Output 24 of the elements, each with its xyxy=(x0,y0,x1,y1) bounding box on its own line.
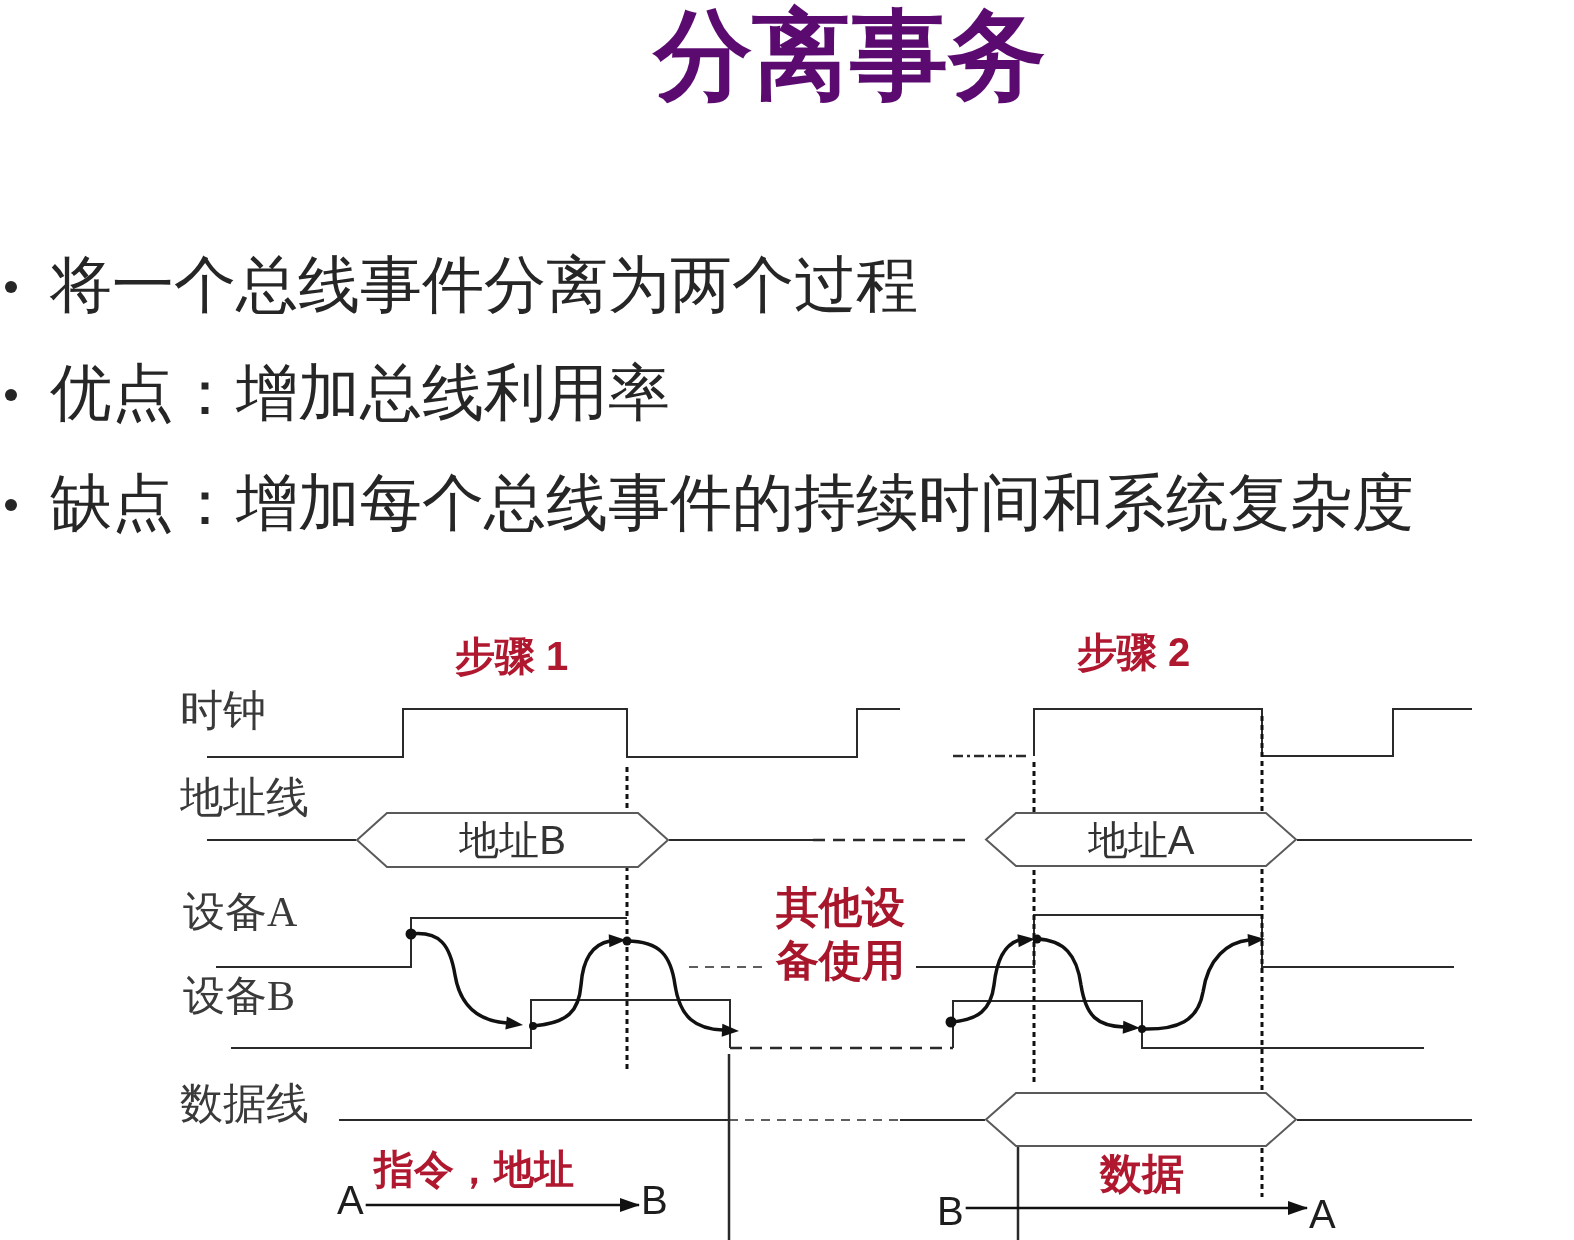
bullet-text: 缺点：增加每个总线事件的持续时间和系统复杂度 xyxy=(50,472,1414,534)
bus-hexagon xyxy=(985,1092,1297,1147)
bullet-text: 优点：增加总线利用率 xyxy=(50,362,670,424)
endpoint-label: A xyxy=(337,1180,364,1220)
signal-name: 地址线 xyxy=(180,775,309,819)
endpoint-label: A xyxy=(1309,1194,1336,1234)
arrow xyxy=(965,1201,1308,1215)
bullet-text: 将一个总线事件分离为两个过程 xyxy=(50,254,918,316)
bus-value-label: 地址B xyxy=(459,820,566,860)
step-heading: 步骤 1 xyxy=(455,636,569,676)
bus-value-label: 地址A xyxy=(1087,819,1195,860)
signal-name: 设备B xyxy=(183,975,295,1017)
signal-name: 时钟 xyxy=(180,688,266,732)
edge-label: 指令，地址 xyxy=(372,1150,576,1190)
signal-name: 数据线 xyxy=(180,1081,309,1125)
endpoint-label: B xyxy=(937,1191,964,1231)
annotation-text: 其他设备使用 xyxy=(776,883,906,986)
step-heading: 步骤 2 xyxy=(1077,632,1191,672)
arrow xyxy=(365,1198,640,1212)
edge-label: 数据 xyxy=(1098,1153,1186,1195)
signal-name: 设备A xyxy=(183,891,298,933)
bus-hexagon xyxy=(985,812,1297,867)
endpoint-label: B xyxy=(641,1180,668,1220)
bus-hexagon xyxy=(356,812,669,868)
